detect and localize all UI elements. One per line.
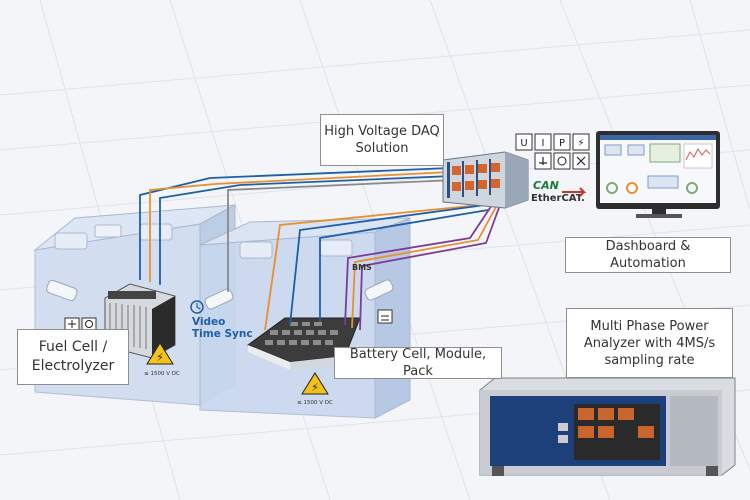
battery-voltage-label: ≤ 1500 V DC: [297, 400, 333, 406]
ethercat-logo: EtherCAT.: [531, 193, 585, 204]
svg-text:⚡: ⚡: [311, 381, 319, 394]
cables: [139, 167, 501, 331]
daq-label: High Voltage DAQ Solution: [320, 114, 444, 166]
clock-hands: [196, 303, 201, 310]
clock-icon: [190, 300, 204, 314]
measurement-icons: U I P ⚡: [515, 133, 590, 170]
current-icon: I: [542, 138, 545, 149]
fuel-cell-label: Fuel Cell / Electrolyzer: [17, 329, 129, 385]
energy-icon: ⚡: [577, 138, 584, 149]
sensor-icon: [539, 157, 547, 165]
fuel-cell-voltage-label: ≤ 1500 V DC: [144, 371, 180, 377]
daq-device: [442, 151, 529, 209]
video-label-line1: Video: [192, 316, 225, 328]
camera-icon: [46, 279, 394, 310]
voltage-icon: U: [520, 138, 527, 149]
tank-sensor-icons: [64, 309, 393, 332]
dashboard-label: Dashboard & Automation: [565, 237, 731, 273]
bms-label: BMS: [352, 263, 372, 272]
gauge-icon: [557, 156, 567, 166]
transducer-icon: [576, 156, 586, 166]
battery-label: Battery Cell, Module, Pack: [334, 347, 502, 379]
video-label-line2: Time Sync: [192, 328, 253, 340]
battery-pack: [246, 317, 361, 370]
warning-icon: ⚡: [146, 342, 174, 365]
svg-text:⚡: ⚡: [156, 351, 164, 364]
power-analyzer: [479, 377, 736, 476]
monitor: [596, 131, 720, 218]
ethercat-arrow-icon: [562, 187, 587, 197]
warning-icon: ⚡: [301, 372, 329, 395]
power-analyzer-label: Multi Phase Power Analyzer with 4MS/s sa…: [566, 308, 733, 378]
can-logo: CAN: [533, 179, 559, 192]
power-icon: P: [559, 138, 565, 149]
video-time-sync-label: Video Time Sync: [192, 316, 253, 340]
